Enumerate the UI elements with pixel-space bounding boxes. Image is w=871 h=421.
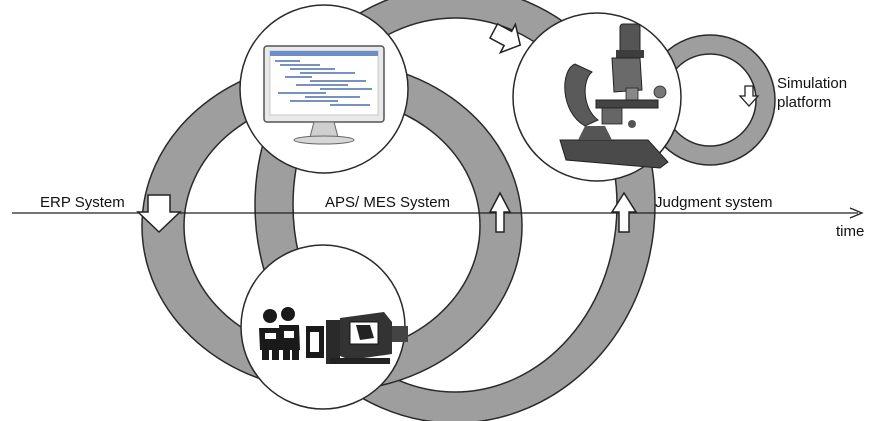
computer-monitor-icon (263, 45, 385, 145)
aps-mes-system-label: APS/ MES System (325, 194, 450, 211)
judgment-system-label: Judgment system (655, 194, 773, 211)
simulation-platform-label-line1: Simulation (777, 75, 847, 92)
machine-icon (306, 312, 408, 364)
up-arrow-judgment-icon (610, 191, 638, 233)
simulation-ring (644, 34, 776, 166)
workers-icon (259, 307, 300, 360)
simulation-platform-label-line2: platform (777, 94, 831, 111)
time-axis-label: time (836, 223, 864, 240)
production-circle (240, 244, 408, 410)
microscope-circle (512, 12, 682, 182)
gantt-chart-icon (275, 60, 372, 106)
erp-system-label: ERP System (40, 194, 125, 211)
down-arrow-erp-icon (136, 194, 182, 234)
right-arrow-top-icon (488, 22, 522, 55)
microscope-icon (559, 23, 669, 169)
computer-circle (239, 4, 409, 174)
down-arrow-simulation-icon (738, 85, 760, 107)
up-arrow-aps-icon (488, 191, 512, 233)
